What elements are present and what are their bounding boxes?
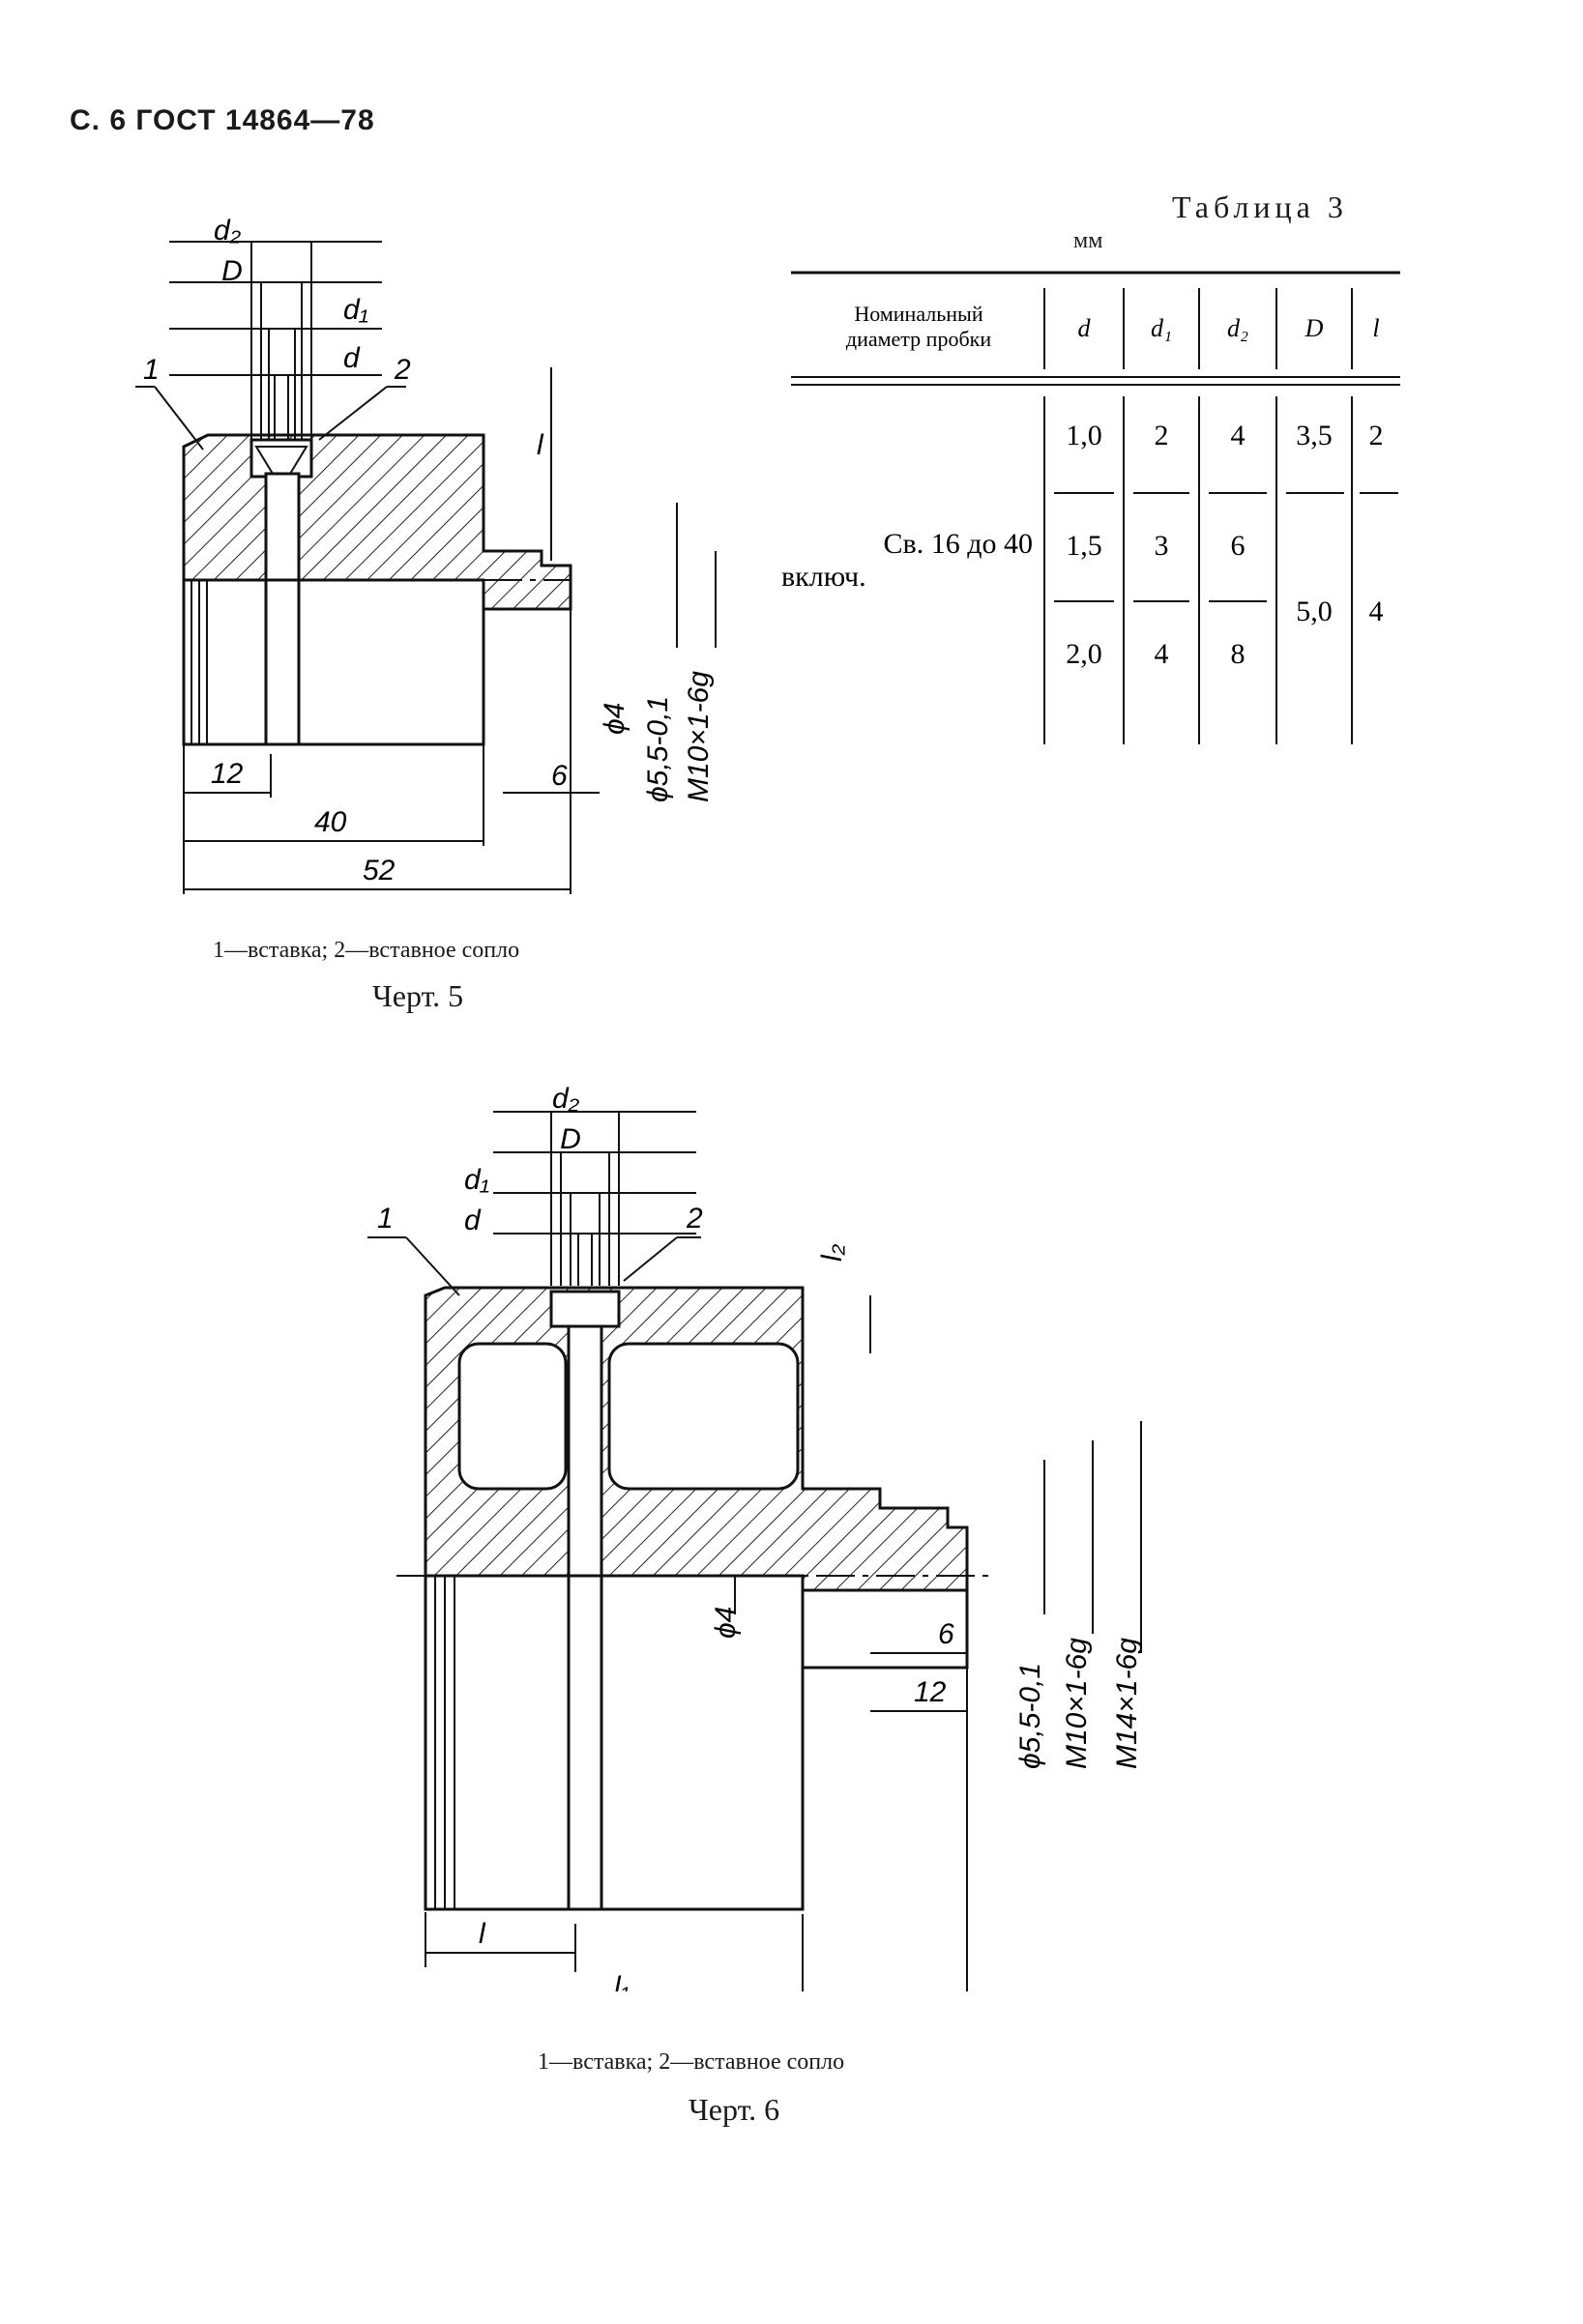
- drawing-5: d₂ D d₁ d 1 2 l 12 40 52 6 ϕ4 ϕ5,5-0,1 M…: [135, 215, 717, 894]
- cell-d2-3: 8: [1231, 638, 1246, 670]
- table-header-l: l: [1372, 314, 1379, 342]
- table-unit: мм: [1073, 228, 1103, 253]
- drawing-5-title: Черт. 5: [372, 978, 464, 1013]
- d5-dim-d: d: [343, 342, 361, 374]
- cell-d1-3: 4: [1155, 638, 1169, 670]
- d6-dim-d1: d₁: [464, 1164, 489, 1196]
- table-header-d1: d₁: [1151, 314, 1172, 342]
- d5-dim-6: 6: [551, 760, 568, 792]
- drawing-6: d₂ D d₁ d 1 2 l₂ l l₁ L 6 12 ϕ4 ϕ5,5-0,1…: [367, 1083, 1143, 1991]
- d6-dim-12: 12: [914, 1676, 947, 1708]
- cell-d1-2: 3: [1155, 530, 1169, 562]
- d5-dim-thread: M10×1-6g: [683, 671, 715, 802]
- page-header: С. 6 ГОСТ 14864—78: [70, 104, 375, 136]
- cell-d2-1: 4: [1231, 420, 1246, 451]
- row-label-line1: Св. 16 до 40: [884, 528, 1033, 560]
- d5-dim-40: 40: [314, 806, 347, 838]
- d6-dim-l2: l₂: [816, 1243, 848, 1262]
- cell-l-1: 2: [1369, 420, 1384, 451]
- d5-label-2: 2: [394, 354, 411, 386]
- table-3: Номинальный диаметр пробки d d₁ d₂ D l С…: [781, 271, 1400, 744]
- d6-dim-d2: d₂: [552, 1083, 580, 1115]
- cell-d-2: 1,5: [1066, 530, 1102, 562]
- table-header-label-line2: диаметр пробки: [846, 327, 991, 351]
- d5-dim-l: l: [537, 429, 544, 461]
- drawing-5-caption: 1—вставка; 2—вставное сопло: [213, 938, 520, 963]
- table-header-label: Номинальный: [854, 302, 982, 326]
- d6-dim-phi4: ϕ4: [710, 1607, 742, 1639]
- d5-dim-D: D: [221, 255, 243, 287]
- cell-d1-1: 2: [1155, 420, 1169, 451]
- table-header-d: d: [1078, 314, 1092, 342]
- cell-D-1: 3,5: [1296, 420, 1333, 451]
- d6-dim-thread2: M14×1-6g: [1111, 1638, 1143, 1769]
- table-header-d2: d₂: [1227, 314, 1248, 342]
- table-title: Таблица 3: [1172, 189, 1348, 224]
- row-label-line2: включ.: [781, 561, 866, 593]
- d5-dim-52: 52: [363, 855, 396, 886]
- d6-dim-l1: l₁: [614, 1971, 630, 1991]
- cell-D-2: 5,0: [1296, 596, 1333, 627]
- d5-dim-phi4: ϕ4: [599, 703, 630, 735]
- d6-dim-6: 6: [938, 1618, 954, 1650]
- d5-label-1: 1: [143, 354, 160, 386]
- cell-d-1: 1,0: [1066, 420, 1102, 451]
- cell-l-2: 4: [1369, 596, 1384, 627]
- d6-dim-D: D: [560, 1123, 581, 1155]
- cell-d2-2: 6: [1231, 530, 1246, 562]
- d5-dim-d2: d₂: [214, 215, 242, 247]
- d5-dim-d1: d₁: [343, 294, 368, 326]
- drawing-6-title: Черт. 6: [689, 2092, 780, 2127]
- cell-d-3: 2,0: [1066, 638, 1102, 670]
- drawing-6-caption: 1—вставка; 2—вставное сопло: [538, 2049, 845, 2075]
- d6-label-2: 2: [686, 1203, 703, 1235]
- d6-dim-l: l: [479, 1918, 486, 1950]
- d6-dim-thread1: M10×1-6g: [1061, 1638, 1093, 1769]
- d5-dim-phi55: ϕ5,5-0,1: [642, 696, 674, 802]
- d6-dim-phi55: ϕ5,5-0,1: [1014, 1663, 1046, 1769]
- table-header-D: D: [1305, 314, 1324, 342]
- d6-dim-d: d: [464, 1205, 482, 1236]
- d6-label-1: 1: [377, 1203, 394, 1235]
- d5-dim-12: 12: [211, 758, 244, 790]
